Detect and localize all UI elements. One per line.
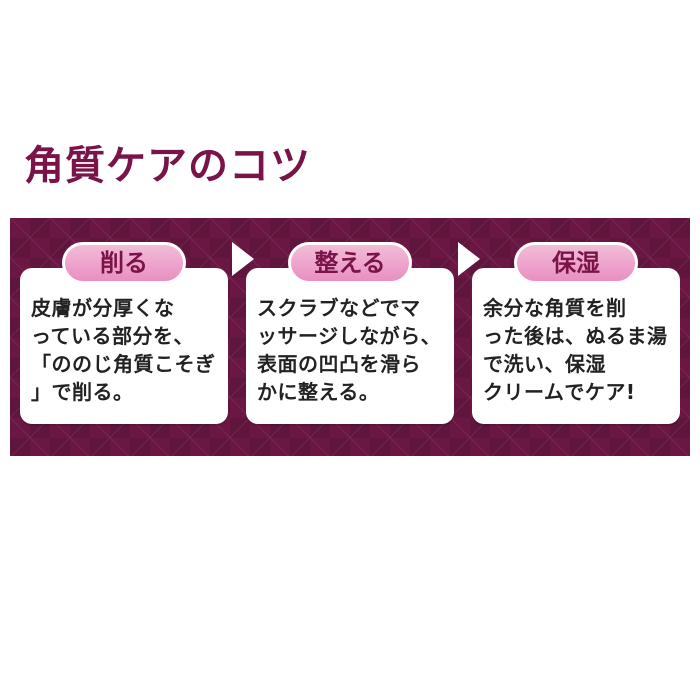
- step-3-text: 余分な角質を削 った後は、ぬるま湯 で洗い、保湿 クリームでケア!: [483, 296, 668, 404]
- step-3-label: 保湿: [514, 242, 638, 284]
- step-2-label: 整える: [288, 242, 412, 284]
- step-card-2: スクラブなどでマ ッサージしながら、 表面の凹凸を滑ら かに整える。: [246, 268, 454, 424]
- step-card-1: 皮膚が分厚くな っている部分を、 「ののじ角質こそぎ 」で削る。: [20, 268, 228, 424]
- steps-band: 皮膚が分厚くな っている部分を、 「ののじ角質こそぎ 」で削る。 削る スクラブ…: [10, 218, 690, 456]
- step-2-text: スクラブなどでマ ッサージしながら、 表面の凹凸を滑ら かに整える。: [257, 296, 442, 404]
- step-card-3: 余分な角質を削 った後は、ぬるま湯 で洗い、保湿 クリームでケア!: [472, 268, 680, 424]
- step-1-label: 削る: [62, 242, 186, 284]
- arrow-right-icon: [232, 242, 254, 276]
- arrow-right-icon: [458, 242, 480, 276]
- step-1-text: 皮膚が分厚くな っている部分を、 「ののじ角質こそぎ 」で削る。: [31, 296, 216, 404]
- page-title: 角質ケアのコツ: [24, 143, 311, 189]
